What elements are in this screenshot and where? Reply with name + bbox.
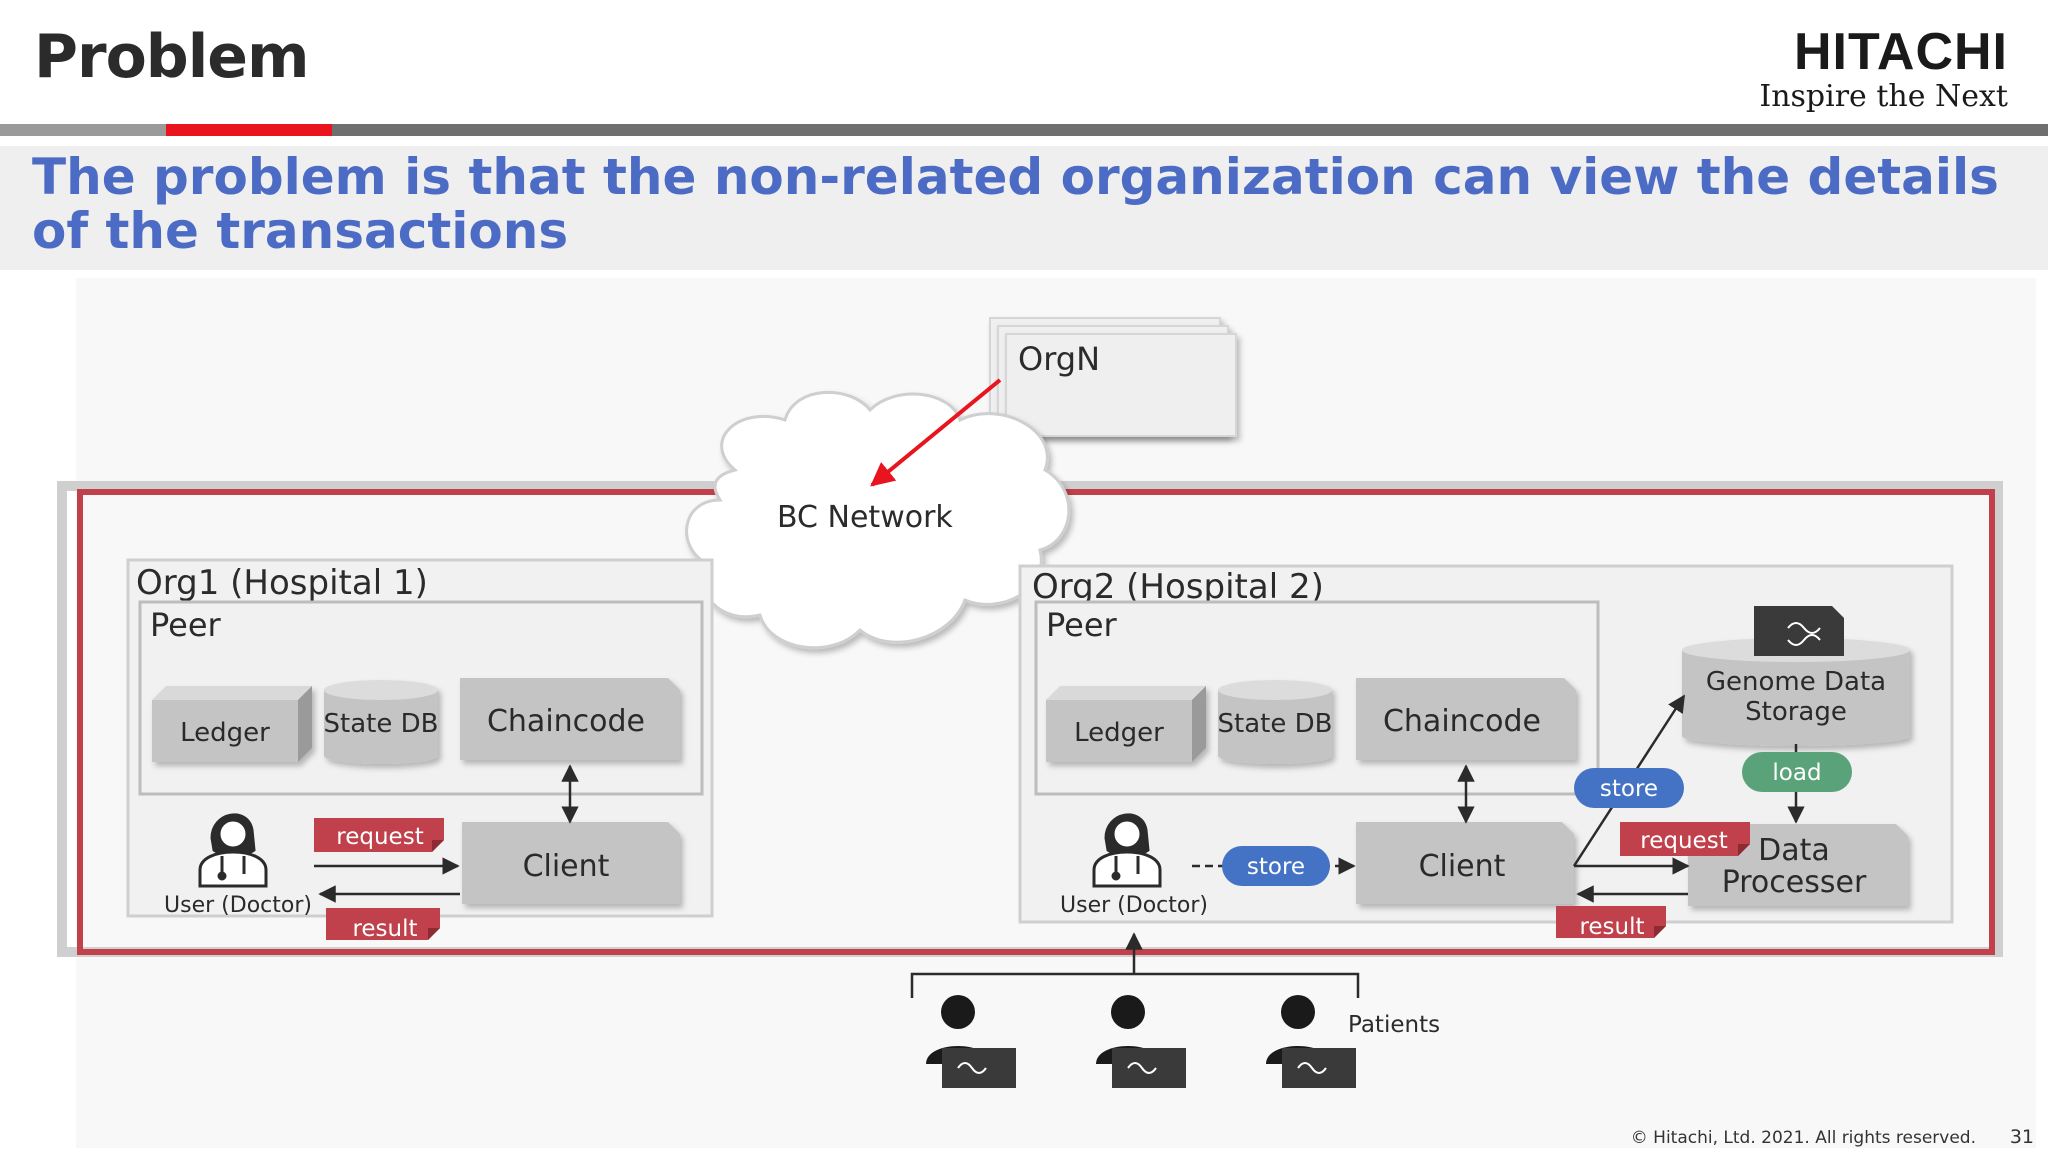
patients-label: Patients	[1348, 1012, 1440, 1038]
svg-text:store: store	[1247, 854, 1305, 880]
org2-store-pill-client: store	[1574, 768, 1684, 808]
svg-text:Ledger: Ledger	[1074, 718, 1164, 748]
org1-user-label: User (Doctor)	[164, 893, 312, 918]
svg-text:result: result	[1579, 914, 1644, 940]
bc-network-label: BC Network	[777, 500, 953, 535]
patient-icon	[1266, 995, 1356, 1088]
svg-text:Data: Data	[1758, 833, 1830, 868]
org2-genome-storage: Genome Data Storage	[1682, 638, 1910, 746]
accent-bar	[166, 124, 332, 136]
org1-doctor-icon	[198, 813, 268, 888]
org1-result-tag: result	[326, 908, 440, 942]
org1-hospital1: Org1 (Hospital 1) Peer Ledger State DB C…	[126, 558, 714, 942]
svg-text:Client: Client	[523, 849, 610, 884]
brand-tagline: Inspire the Next	[1759, 79, 2008, 114]
orgN-stack: OrgN	[989, 317, 1237, 437]
subheading-band: The problem is that the non-related orga…	[0, 146, 2048, 270]
org2-user-label: User (Doctor)	[1060, 893, 1208, 918]
bc-network-cloud: BC Network	[685, 390, 1071, 650]
svg-text:request: request	[336, 824, 423, 850]
svg-text:Ledger: Ledger	[180, 718, 270, 748]
svg-text:load: load	[1772, 760, 1821, 786]
org2-client: Client	[1356, 822, 1574, 904]
svg-text:State DB: State DB	[1218, 709, 1333, 739]
svg-text:Processer: Processer	[1722, 865, 1867, 900]
patient-icon	[926, 995, 1016, 1088]
svg-text:Chaincode: Chaincode	[487, 704, 645, 739]
copyright-notice: © Hitachi, Ltd. 2021. All rights reserve…	[1630, 1128, 1976, 1148]
org1-request-tag: request	[314, 818, 444, 852]
org1-title: Org1 (Hospital 1)	[136, 563, 428, 603]
svg-text:State DB: State DB	[324, 709, 439, 739]
org2-result-tag: result	[1556, 906, 1666, 940]
org1-client: Client	[462, 822, 680, 904]
patient-icon	[1096, 995, 1186, 1088]
org2-chaincode: Chaincode	[1356, 678, 1576, 760]
org2-peer-label: Peer	[1046, 606, 1118, 644]
org1-peer-label: Peer	[150, 606, 222, 644]
svg-text:result: result	[352, 916, 417, 942]
org1-chaincode: Chaincode	[460, 678, 680, 760]
org2-store-pill-user: store	[1222, 846, 1330, 886]
title-divider-bar	[0, 124, 2048, 136]
svg-text:store: store	[1600, 776, 1658, 802]
org2-ledger: Ledger	[1046, 686, 1206, 762]
svg-text:Client: Client	[1419, 849, 1506, 884]
svg-text:request: request	[1640, 828, 1727, 854]
org2-doctor-icon	[1092, 813, 1162, 888]
orgN-label: OrgN	[1018, 340, 1100, 378]
page-number: 31	[2009, 1126, 2034, 1148]
svg-text:Genome Data: Genome Data	[1706, 667, 1886, 697]
page-title: Problem	[34, 22, 310, 92]
org2-request-tag: request	[1620, 822, 1750, 856]
org2-hospital2: Org2 (Hospital 2) Peer Ledger State DB C…	[1018, 564, 1954, 940]
orgN-access-arrow	[870, 378, 1002, 487]
svg-text:Chaincode: Chaincode	[1383, 704, 1541, 739]
svg-text:Storage: Storage	[1745, 697, 1847, 727]
org2-load-pill: load	[1742, 752, 1852, 792]
patients-group: Patients	[910, 932, 1440, 1088]
brand-name: HITACHI	[1793, 23, 2008, 81]
org2-title: Org2 (Hospital 2)	[1032, 567, 1324, 607]
dna-file-icon	[1754, 606, 1844, 656]
org1-ledger: Ledger	[152, 686, 312, 762]
hitachi-logo: HITACHI Inspire the Next	[1759, 26, 2008, 114]
org1-state-db: State DB	[324, 680, 439, 764]
subheading: The problem is that the non-related orga…	[32, 148, 1999, 260]
org2-state-db: State DB	[1218, 680, 1333, 764]
